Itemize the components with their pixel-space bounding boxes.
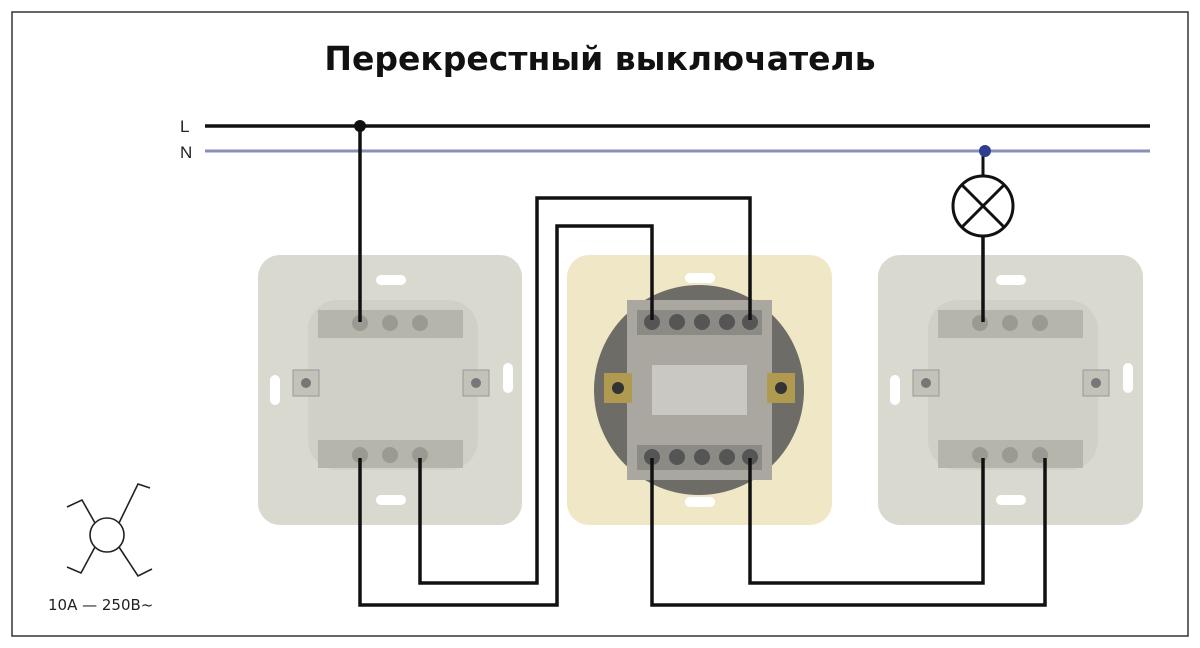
switch-middle xyxy=(567,255,832,525)
wire-traveler-3 xyxy=(650,458,1047,607)
lamp-icon xyxy=(951,174,1015,238)
neutral-junction-dot xyxy=(979,145,991,157)
switch-right xyxy=(878,255,1143,525)
cross-switch-symbol-icon xyxy=(66,483,153,578)
wire-traveler-2 xyxy=(418,196,752,585)
wire-traveler-4 xyxy=(748,458,985,585)
phase-label: L xyxy=(180,117,189,136)
neutral-label: N xyxy=(180,143,192,162)
diagram-title: Перекрестный выключатель xyxy=(324,39,875,78)
rating-label: 10А — 250В~ xyxy=(48,596,153,614)
switch-left xyxy=(258,255,522,525)
wire-traveler-1 xyxy=(358,224,654,607)
